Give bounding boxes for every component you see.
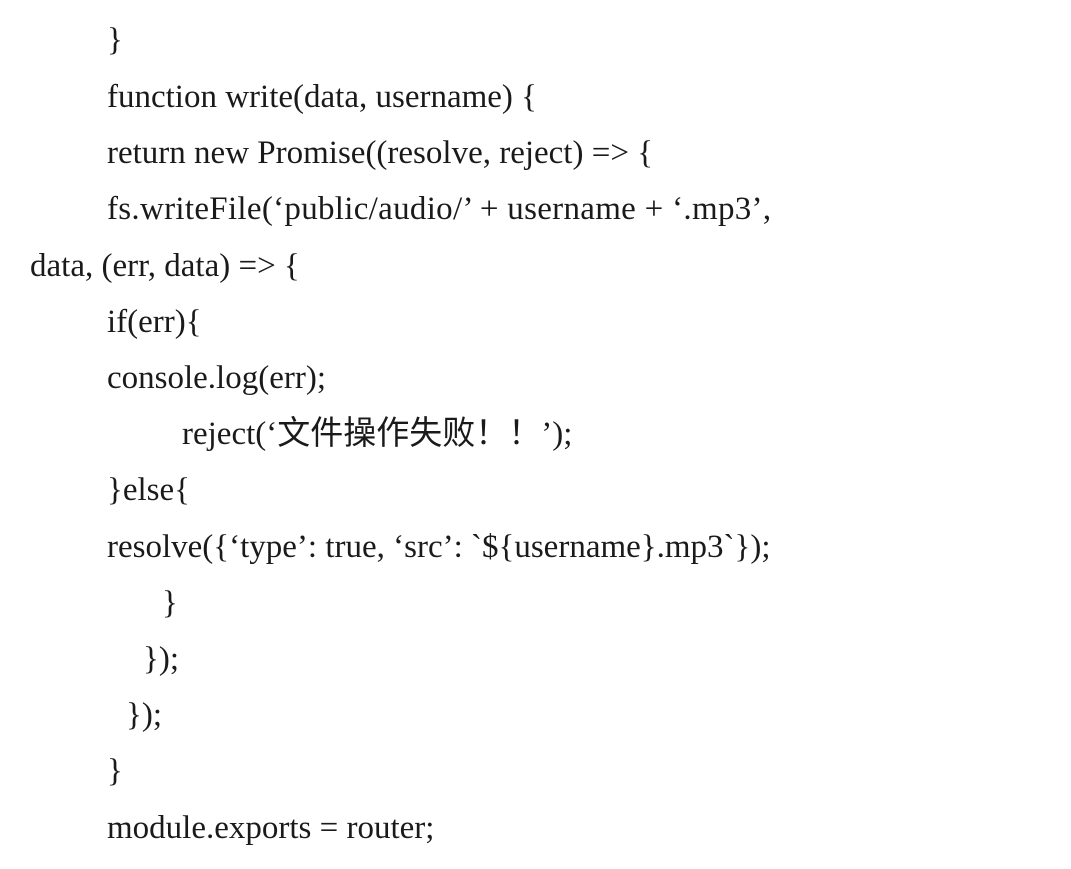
code-line: fs.writeFile(‘public/audio/’ + username …	[107, 191, 772, 227]
code-line: });	[143, 641, 179, 677]
code-line: }	[107, 22, 123, 58]
code-line: module.exports = router;	[107, 810, 435, 846]
code-line: });	[126, 697, 162, 733]
code-line: }else{	[107, 472, 190, 508]
code-line: }	[162, 585, 178, 621]
code-line: reject(‘文件操作失败！！’);	[182, 416, 573, 452]
code-line: }	[107, 753, 123, 789]
code-line: if(err){	[107, 304, 202, 340]
code-line: function write(data, username) {	[107, 79, 537, 115]
code-line: return new Promise((resolve, reject) => …	[107, 135, 654, 171]
code-line: data, (err, data) => {	[30, 248, 300, 284]
code-line: console.log(err);	[107, 360, 326, 396]
code-line: resolve({‘type’: true, ‘src’: `${usernam…	[107, 529, 771, 565]
